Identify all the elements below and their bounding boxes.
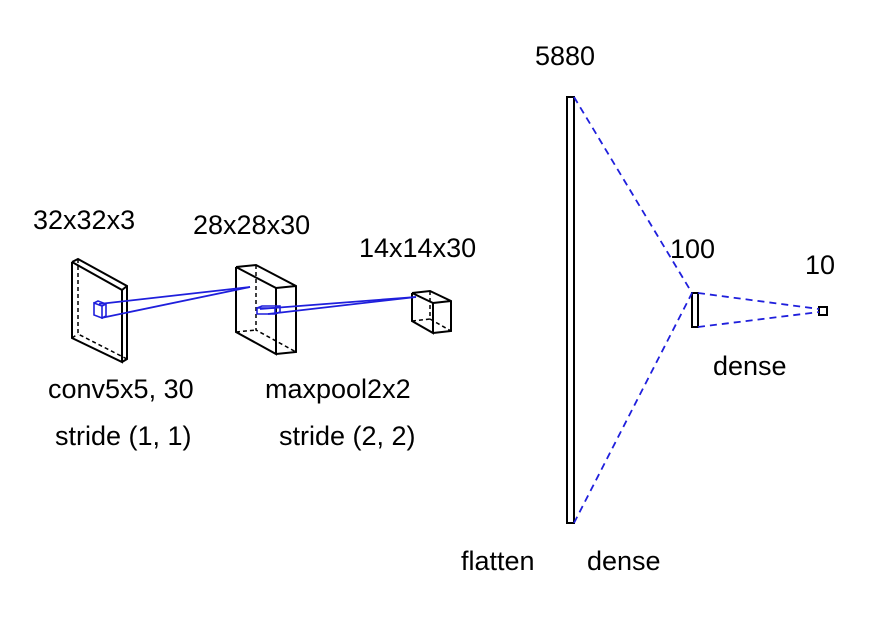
dense-100-size-label: 100 (670, 234, 715, 264)
conv-op-label: conv5x5, 30 (48, 374, 194, 404)
conv-output-volume (235, 263, 297, 356)
pool-op-label: maxpool2x2 (265, 374, 411, 404)
conv-shape-label: 28x28x30 (193, 210, 310, 240)
flatten-size-label: 5880 (535, 41, 595, 71)
pool-stride-label: stride (2, 2) (279, 421, 416, 451)
input-shape-label: 32x32x3 (33, 205, 135, 235)
dense-10-output-box (818, 306, 828, 316)
pool-output-volume (411, 289, 452, 335)
dense-10-op-label: dense (713, 351, 787, 381)
dense-100-layer-bar (691, 292, 699, 328)
dense-connections (573, 96, 820, 524)
flatten-op-label: flatten (461, 546, 535, 576)
dense-100-op-label: dense (587, 546, 661, 576)
pool-shape-label: 14x14x30 (359, 233, 476, 263)
conv-stride-label: stride (1, 1) (55, 421, 192, 451)
input-volume (71, 257, 128, 364)
flatten-layer-bar (566, 96, 575, 524)
receptive-field-connectors (98, 286, 417, 319)
dense-10-size-label: 10 (805, 250, 835, 280)
